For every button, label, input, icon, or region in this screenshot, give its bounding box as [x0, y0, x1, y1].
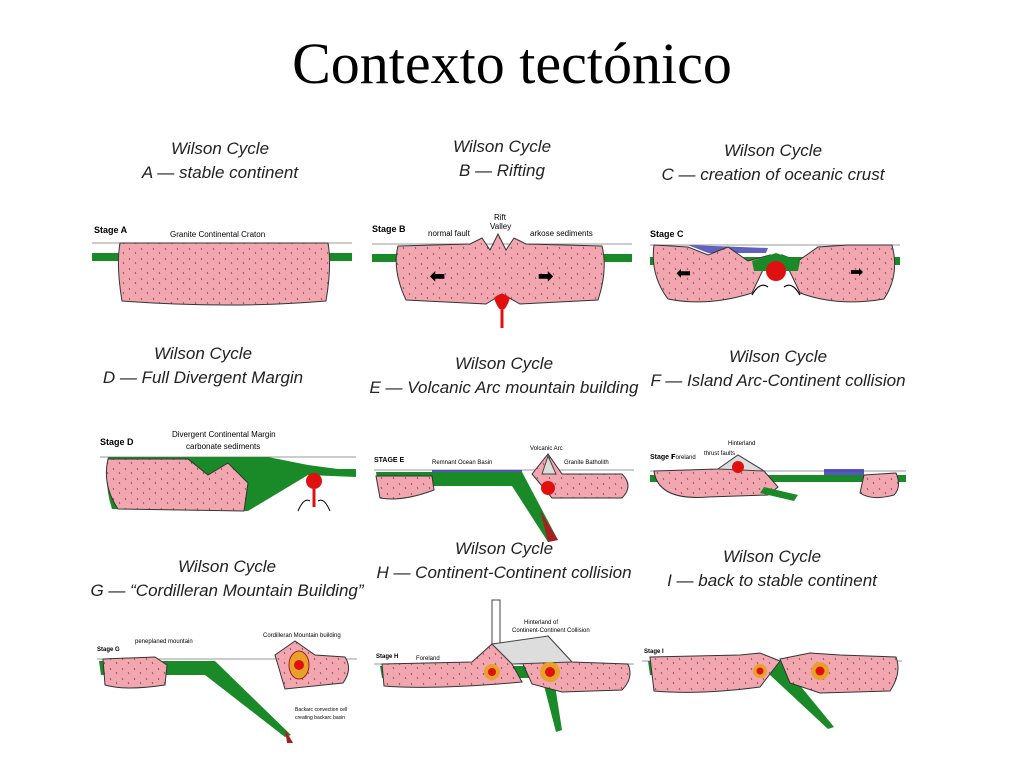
panel-h-heading: Wilson Cycle	[454, 539, 554, 558]
stage-b-label: Stage B	[372, 224, 406, 234]
arc-magma	[541, 481, 555, 495]
panel-d-heading: Wilson Cycle	[153, 344, 253, 363]
panel-a-subtitle: A — stable continent	[141, 163, 299, 182]
stage-a-label: Stage A	[94, 225, 128, 235]
backarc-label-1: Backarc convection cell	[295, 707, 347, 713]
panel-c-heading: Wilson Cycle	[723, 141, 823, 160]
panel-a-heading: Wilson Cycle	[170, 139, 270, 158]
divergent-margin-label: Divergent Continental Margin	[172, 430, 276, 439]
peneplaned-label: peneplaned mountain	[135, 639, 193, 645]
panel-c: Wilson Cycle C — creation of oceanic cru…	[648, 135, 903, 325]
panel-i-subtitle: I — back to stable continent	[667, 571, 877, 590]
volcanic-arc-label: Volcanic Arc	[530, 446, 563, 452]
right-continent	[781, 244, 896, 303]
panel-b-subtitle: B — Rifting	[459, 161, 545, 180]
panel-h-subtitle: H — Continent-Continent collision	[376, 563, 632, 582]
stage-h-label: Stage H	[376, 654, 398, 660]
panel-b-heading: Wilson Cycle	[452, 137, 552, 156]
panel-e: Wilson Cycle E — Volcanic Arc mountain b…	[370, 350, 639, 542]
right-continent-f	[859, 472, 900, 499]
left-continent-e	[375, 475, 435, 500]
panel-f-subtitle: F — Island Arc-Continent collision	[650, 371, 906, 390]
right-arrow-icon: ➡	[538, 266, 554, 286]
cordilleran-label: Cordilleran Mountain building	[263, 633, 341, 639]
cordilleran-continent	[274, 640, 349, 690]
panel-f: Wilson Cycle F — Island Arc-Continent co…	[648, 345, 908, 535]
arkose-label: arkose sediments	[530, 229, 593, 238]
panel-i: Wilson Cycle I — back to stable continen…	[640, 545, 905, 735]
right-arrow-icon-c: ➡	[850, 264, 863, 281]
continental-craton	[117, 242, 331, 306]
panel-d: Wilson Cycle D — Full Divergent Margin S…	[98, 340, 358, 530]
stage-d-label: Stage D	[100, 437, 134, 447]
foreland-label: Foreland	[672, 455, 696, 461]
stage-g-label: Stage G	[97, 647, 120, 653]
collision-label: Continent-Continent Collision	[512, 628, 590, 634]
valley-label: Valley	[490, 222, 511, 231]
stage-a-craton-label: Granite Continental Craton	[170, 230, 265, 239]
stage-e-label: STAGE E	[374, 457, 405, 464]
page-title: Contexto tectónico	[292, 31, 732, 96]
hinterland-label: Hinterland	[728, 441, 755, 447]
panel-d-subtitle: D — Full Divergent Margin	[102, 368, 304, 387]
magma-plume	[494, 294, 510, 310]
mid-ocean-magma	[306, 473, 322, 489]
collided-continent	[653, 454, 779, 498]
stage-h-diagram: Stage H Foreland Hinterland of Continent…	[374, 599, 634, 732]
panel-g-heading: Wilson Cycle	[177, 557, 277, 576]
stage-i-label: Stage I	[644, 649, 664, 655]
foreland-label-h: Foreland	[416, 656, 440, 662]
left-continent	[652, 244, 771, 303]
stage-a-diagram: Stage A Granite Continental Craton	[92, 225, 352, 306]
left-continent-g	[102, 656, 168, 689]
remnant-magma	[815, 666, 825, 676]
stage-c-diagram: Stage C ⬅ ➡	[650, 229, 900, 303]
panel-e-heading: Wilson Cycle	[454, 354, 554, 373]
stage-g-diagram: Stage G peneplaned mountain Cordilleran …	[97, 633, 357, 743]
stage-f-label: Stage F	[650, 454, 676, 461]
panel-g-subtitle: G — “Cordilleran Mountain Building”	[90, 581, 364, 600]
stage-f-diagram: Stage F Foreland thrust faults Hinterlan…	[650, 441, 906, 501]
panel-i-heading: Wilson Cycle	[722, 547, 822, 566]
hinterland-of-label: Hinterland of	[524, 620, 558, 626]
panel-f-heading: Wilson Cycle	[728, 347, 828, 366]
backarc-label-2: creating backarc basin	[295, 715, 345, 721]
magma-chamber	[766, 261, 786, 281]
panel-g: Wilson Cycle G — “Cordilleran Mountain B…	[90, 555, 364, 745]
panel-h: Wilson Cycle H — Continent-Continent col…	[372, 535, 637, 745]
stage-b-diagram: Stage B normal fault Rift Valley arkose …	[372, 213, 632, 328]
stage-e-diagram: STAGE E Remnant Ocean Basin Volcanic Arc…	[374, 446, 634, 542]
batholith-label: Granite Batholith	[564, 460, 609, 466]
panel-c-subtitle: C — creation of oceanic crust	[661, 165, 885, 184]
arc-continent	[531, 453, 629, 499]
panel-e-subtitle: E — Volcanic Arc mountain building	[369, 378, 639, 397]
left-continent-i	[649, 652, 781, 693]
passive-margin-continent	[105, 458, 249, 512]
left-arrow-icon-c: ⬅	[676, 263, 691, 283]
batholith-magma	[294, 660, 304, 670]
normal-fault-label: normal fault	[428, 229, 471, 238]
rift-label: Rift	[494, 213, 507, 222]
panel-a: Wilson Cycle A — stable continent Stage …	[90, 135, 355, 320]
stage-c-label: Stage C	[650, 229, 684, 239]
left-arrow-icon: ⬅	[429, 266, 445, 286]
thrust-faults-label: thrust faults	[704, 451, 735, 457]
right-continent-i	[779, 652, 899, 694]
collision-magma	[545, 667, 555, 677]
stage-d-diagram: Stage D Divergent Continental Margin car…	[100, 430, 357, 512]
remnant-ocean-label: Remnant Ocean Basin	[432, 460, 492, 466]
rifting-continent	[395, 232, 605, 305]
stage-i-diagram: Stage I	[642, 649, 902, 729]
carbonate-label: carbonate sediments	[186, 442, 260, 451]
panel-b: Wilson Cycle B — Rifting Stage B normal …	[370, 135, 635, 328]
